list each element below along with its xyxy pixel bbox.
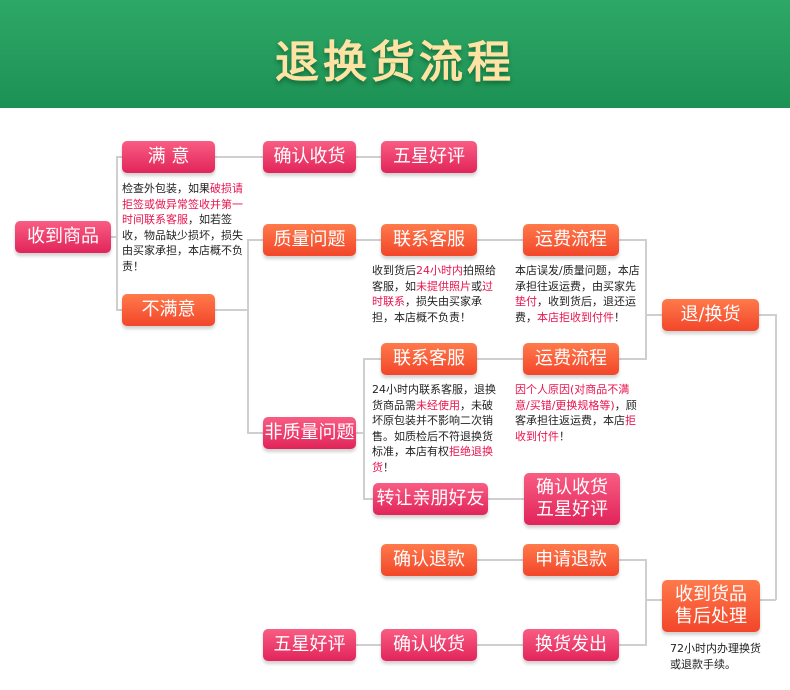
- transfer-to-friends-label: 转让亲朋好友: [376, 488, 485, 510]
- page-title: 退换货流程: [275, 37, 515, 88]
- confirm-and-rate-node: 确认收货 五星好评: [524, 473, 620, 525]
- five-star-node-1: 五星好评: [381, 141, 477, 173]
- return-exchange-label: 退/换货: [680, 304, 741, 326]
- return-exchange-node: 退/换货: [662, 299, 759, 331]
- shipping-process-node-1: 运费流程: [523, 224, 619, 256]
- exchange-shipped-node: 换货发出: [523, 629, 619, 661]
- quality-service-note: 收到货后24小时内拍照给客服，如未提供照片或过时联系，损失由买家承担，本店概不负…: [372, 264, 496, 324]
- non-quality-issue-node: 非质量问题: [263, 417, 356, 449]
- contact-service-label-1: 联系客服: [393, 229, 465, 251]
- confirm-and-rate-line2: 五星好评: [536, 499, 608, 520]
- satisfied-node: 满 意: [122, 141, 215, 173]
- confirm-receipt-label-1: 确认收货: [273, 146, 346, 168]
- quality-shipping-note: 本店误发/质量问题，本店承担往返运费，由买家先垫付，收到货后，退还运费，本店拒收…: [515, 264, 640, 324]
- apply-refund-node: 申请退款: [523, 544, 619, 576]
- quality-issue-label: 质量问题: [273, 229, 346, 251]
- contact-service-label-2: 联系客服: [393, 348, 465, 370]
- shipping-process-label-2: 运费流程: [535, 348, 607, 370]
- satisfied-note: 检查外包装，如果破损请拒签或做异常签收并第一时间联系客服，如若签收，物品缺少损坏…: [122, 182, 243, 273]
- contact-service-node-2: 联系客服: [381, 343, 477, 375]
- apply-refund-label: 申请退款: [535, 549, 607, 571]
- five-star-label-2: 五星好评: [273, 634, 346, 656]
- received-aftersales-line1: 收到货品: [675, 584, 747, 606]
- nonquality-service-note: 24小时内联系客服，退换货商品需未经使用，未破坏原包装并不影响二次销售。如质检后…: [372, 383, 496, 474]
- confirm-receipt-label-3: 确认收货: [393, 634, 465, 656]
- exchange-shipped-label: 换货发出: [535, 634, 607, 656]
- shipping-process-label-1: 运费流程: [535, 229, 607, 251]
- non-quality-issue-label: 非质量问题: [264, 422, 355, 444]
- five-star-node-2: 五星好评: [263, 629, 356, 661]
- satisfied-label: 满 意: [147, 146, 190, 168]
- received-aftersales-node: 收到货品 售后处理: [662, 580, 760, 632]
- aftersales-note: 72小时内办理换货或退款手续。: [670, 642, 761, 671]
- receive-goods-node: 收到商品: [15, 221, 111, 253]
- received-aftersales-line2: 售后处理: [675, 606, 747, 627]
- unsatisfied-node: 不满意: [122, 294, 215, 326]
- header-banner: 退换货流程: [0, 0, 790, 108]
- quality-issue-node: 质量问题: [263, 224, 356, 256]
- confirm-refund-label: 确认退款: [393, 549, 465, 571]
- five-star-label-1: 五星好评: [393, 146, 465, 168]
- confirm-receipt-node-3: 确认收货: [381, 629, 477, 661]
- contact-service-node-1: 联系客服: [381, 224, 477, 256]
- transfer-to-friends-node: 转让亲朋好友: [373, 483, 488, 515]
- shipping-process-node-2: 运费流程: [523, 343, 619, 375]
- confirm-refund-node: 确认退款: [381, 544, 477, 576]
- confirm-receipt-node-1: 确认收货: [263, 141, 356, 173]
- receive-goods-label: 收到商品: [27, 226, 99, 248]
- confirm-and-rate-line1: 确认收货: [536, 477, 608, 499]
- unsatisfied-label: 不满意: [141, 299, 196, 321]
- nonquality-shipping-note: 因个人原因(对商品不满意/买错/更换规格等)，顾客承担往返运费，本店拒收到付件！: [515, 383, 637, 443]
